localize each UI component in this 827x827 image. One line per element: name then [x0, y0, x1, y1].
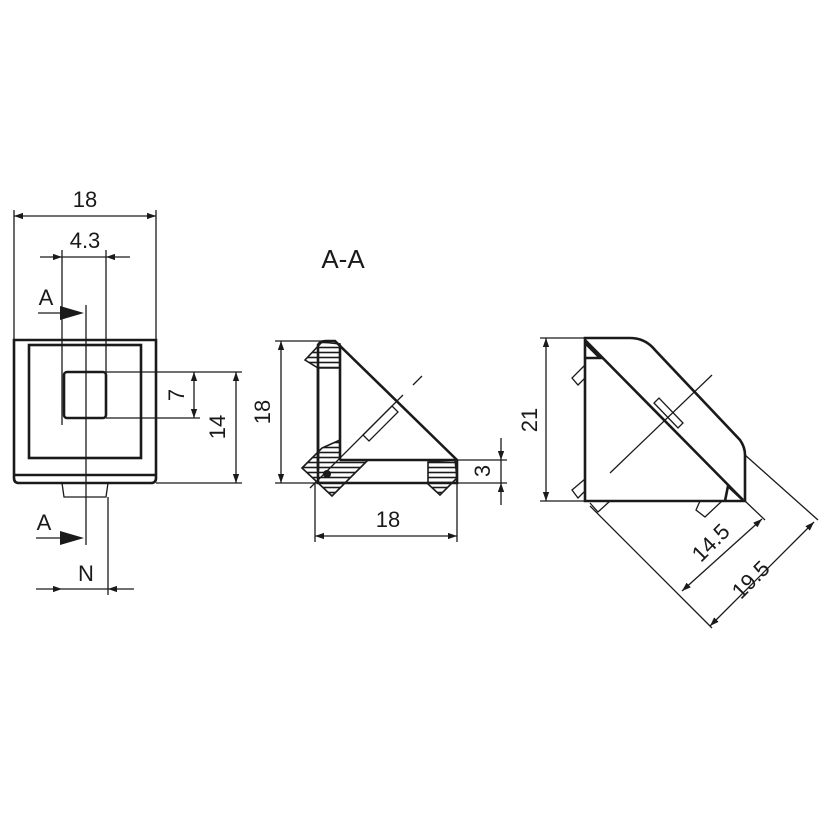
- hatched-top: [303, 341, 341, 369]
- dim-width: 18: [73, 187, 97, 212]
- front-view: 18 4.3 A A N 7 14: [12, 187, 242, 595]
- dim-wall: 3: [470, 465, 495, 477]
- section-arrow-bottom: [60, 531, 84, 545]
- dim-slot-width: 4.3: [70, 228, 101, 253]
- section-center-line: [309, 394, 404, 489]
- dim-section-height: 18: [250, 400, 275, 424]
- slot: [62, 370, 108, 420]
- dim-inner-diagonal: 14.5: [687, 519, 735, 567]
- dim-side-height: 21: [517, 408, 542, 432]
- dim-body-height: 14: [205, 415, 230, 439]
- side-view: 21 14.5 19.5: [517, 336, 819, 629]
- hatched-corner: [300, 438, 370, 498]
- bolt-channel: [362, 405, 399, 442]
- hatched-right: [427, 459, 458, 497]
- side-outline: [583, 336, 747, 503]
- dim-section-width: 18: [376, 507, 400, 532]
- section-label-top: A: [39, 285, 54, 310]
- section-arrow-top: [60, 306, 84, 320]
- section-label-bottom: A: [37, 510, 52, 535]
- side-center-line: [609, 374, 713, 474]
- inner-recess: [27, 343, 143, 460]
- channel-slot: [653, 397, 684, 429]
- dim-stub: N: [78, 561, 94, 586]
- body-outline: [12, 338, 158, 485]
- section-view: " 18 18 3: [250, 339, 507, 542]
- section-title: A-A: [321, 244, 365, 274]
- dim-outer-diagonal: 19.5: [727, 556, 775, 604]
- stub: [61, 482, 109, 498]
- dim-slot-height: 7: [164, 389, 189, 401]
